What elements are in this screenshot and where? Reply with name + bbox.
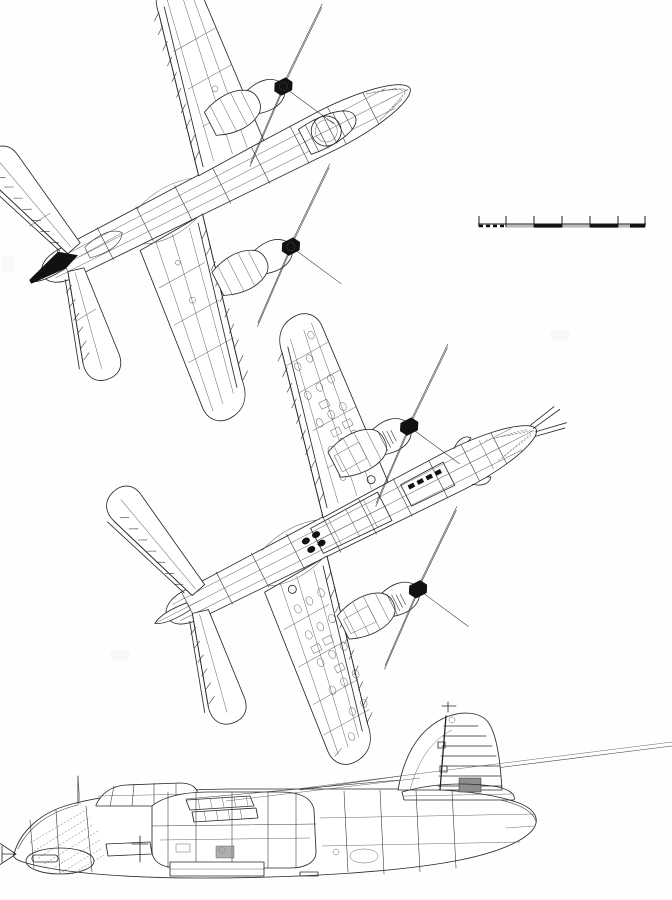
nose-gun-ports (407, 469, 442, 490)
top-canopy (298, 109, 357, 155)
top-left-aileron-ribs (154, 11, 200, 160)
bottom-left-tailplane (106, 485, 206, 596)
bottom-left-elevator-ribs (119, 517, 184, 585)
scale-bar (478, 216, 646, 228)
side-rudder-ribs (437, 725, 503, 787)
ventral-gun-ports (301, 531, 326, 553)
side-tailplane-profile (401, 783, 515, 801)
bottom-left-flap-aileron-ribs (277, 351, 325, 502)
view-side-profile (0, 701, 672, 879)
bottom-left-nacelle (327, 343, 460, 507)
view-top-plan (0, 0, 411, 422)
bottom-right-wing (264, 555, 373, 765)
bottom-left-cowl-flaps (377, 430, 397, 452)
side-rear-fuselage-panels (319, 789, 535, 875)
side-nose-glazing (17, 804, 105, 875)
bottom-right-wing-panels (287, 584, 368, 741)
fin-black-marking (29, 251, 79, 284)
top-right-propeller (257, 163, 342, 327)
bottom-right-tailplane (189, 609, 247, 725)
side-pitot-aerial (0, 842, 17, 866)
top-right-elevator-ribs (65, 285, 90, 361)
side-exhaust-stacks (185, 795, 259, 823)
bottom-right-cowl-flaps (386, 593, 406, 615)
bottom-fuselage (165, 406, 567, 625)
side-ventral-detail (105, 835, 319, 877)
top-left-propeller (249, 3, 335, 167)
side-mast-antenna (77, 775, 81, 805)
bottom-right-nacelle (336, 506, 469, 670)
top-right-tailplane (64, 267, 122, 381)
bottom-right-elevator-ribs (190, 626, 215, 704)
top-left-tailplane (0, 145, 81, 255)
bottom-fin (154, 599, 202, 625)
top-right-nacelle (211, 163, 342, 327)
bottom-right-propeller (384, 506, 469, 670)
side-view-leader-lines (225, 741, 672, 802)
top-left-elevator-ribs (0, 177, 60, 243)
top-left-nacelle (204, 3, 335, 167)
top-fin (29, 230, 123, 284)
side-tail-cone (499, 799, 537, 829)
bottom-left-propeller (375, 343, 460, 507)
side-engine-nacelle (151, 791, 317, 869)
view-bottom-plan (106, 313, 567, 765)
top-nose-glazing (365, 88, 408, 121)
bottom-plan-wing-overlay (334, 748, 343, 757)
side-fin-rudder (397, 701, 503, 793)
